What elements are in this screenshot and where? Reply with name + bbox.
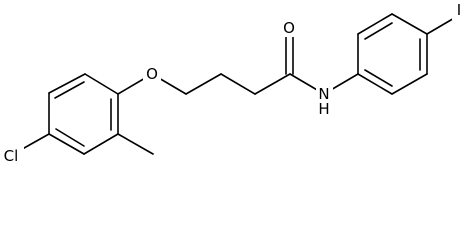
oxygen-ether-label: O [146, 65, 158, 83]
bond [391, 13, 428, 35]
double-bond-inner [364, 22, 393, 40]
atom-labels: O O N H Cl I [3, 1, 462, 165]
iodine-label: I [457, 1, 461, 19]
bond [391, 73, 428, 95]
bond-lines [16, 13, 457, 155]
bond [426, 16, 457, 35]
bond [84, 73, 119, 95]
bond [117, 133, 154, 155]
bond [48, 73, 86, 94]
bond [83, 133, 119, 155]
nitrogen-label: N [318, 85, 329, 103]
bond [254, 73, 291, 95]
bond [185, 73, 222, 95]
bond [48, 133, 85, 155]
oxygen-carbonyl-label: O [283, 19, 295, 37]
structure-diagram: O O N H Cl I [3, 1, 462, 165]
double-bond-inner [54, 81, 85, 99]
hydrogen-label: H [318, 100, 329, 118]
double-bond-inner [364, 69, 393, 87]
double-bond-inner [55, 128, 85, 147]
bond [357, 13, 393, 35]
chlorine-label: Cl [4, 147, 19, 165]
bond [357, 73, 393, 95]
bond [220, 73, 256, 95]
